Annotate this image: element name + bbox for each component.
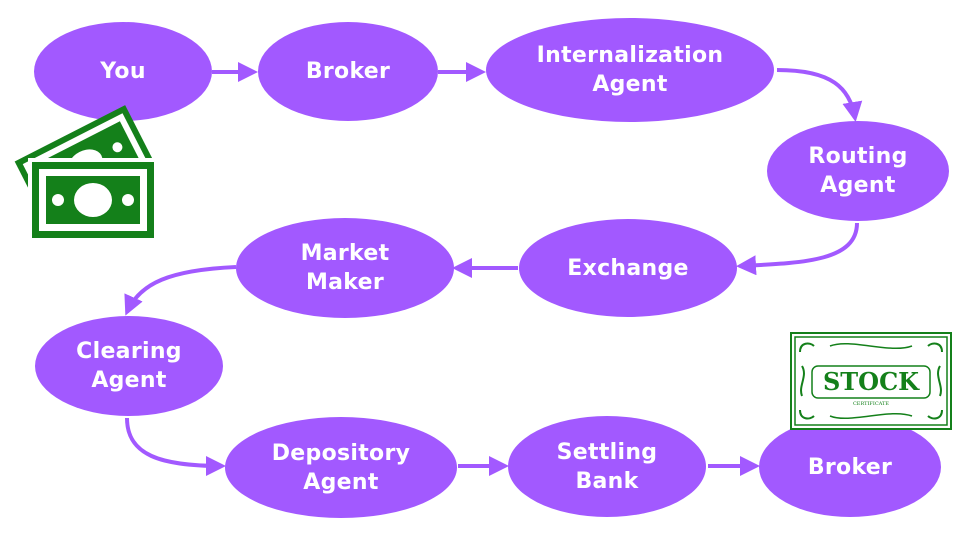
arrow-clearing-to-depository (125, 417, 226, 476)
node-you: You (34, 22, 212, 121)
arrow-routing-to-exchange (736, 222, 859, 276)
node-depository-agent: Depository Agent (225, 417, 457, 518)
arrow-market-maker-to-clearing (124, 265, 237, 316)
certificate-title: STOCK (823, 367, 920, 396)
node-internalization-agent: Internalization Agent (486, 18, 774, 122)
node-market-maker: Market Maker (236, 218, 454, 318)
node-broker-final: Broker (759, 417, 941, 517)
node-settling-bank: Settling Bank (508, 416, 706, 517)
node-routing-agent: Routing Agent (767, 121, 949, 221)
node-exchange: Exchange (519, 219, 737, 317)
certificate-subtitle: CERTIFICATE (853, 401, 889, 407)
stock-certificate-icon: STOCK CERTIFICATE (790, 332, 952, 430)
arrow-internalization-to-routing (776, 68, 863, 122)
money-bills-icon (14, 105, 157, 240)
node-clearing-agent: Clearing Agent (35, 316, 223, 416)
node-broker: Broker (258, 22, 438, 121)
